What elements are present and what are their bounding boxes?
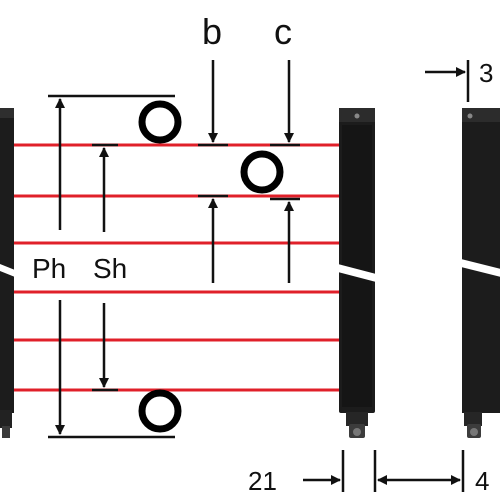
test-objects [138,100,284,433]
top-right-dimension [425,60,470,102]
bottom-dimensions [303,450,465,492]
emitter-housing [0,108,14,438]
b-dimension [198,60,228,283]
light-beams [14,143,339,392]
c-dimension [270,60,300,283]
label-sh: Sh [93,253,127,284]
label-dim-3: 3 [479,58,493,88]
label-dim-4: 4 [475,466,489,496]
side-view-housing [462,108,500,438]
test-object-top [138,100,182,144]
ph-dimension [48,94,175,439]
receiver-housing [339,108,375,438]
test-object-mid [240,150,284,194]
sh-dimension [92,143,118,392]
break-marks [0,258,500,283]
test-object-bottom [138,389,182,433]
label-c: c [274,11,292,52]
label-dim-21: 21 [248,466,277,496]
label-ph: Ph [32,253,66,284]
label-b: b [202,11,222,52]
